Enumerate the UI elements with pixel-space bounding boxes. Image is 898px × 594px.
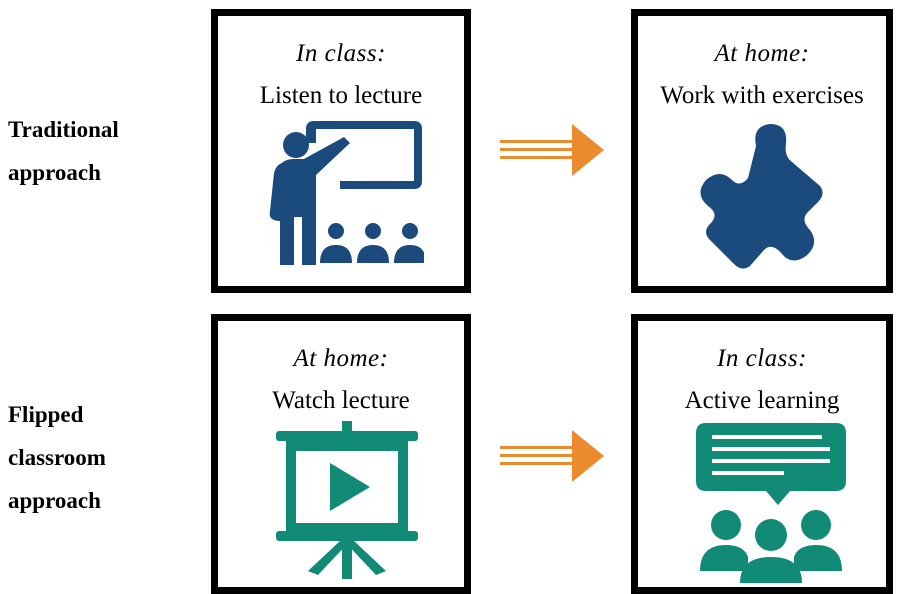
panel-activity-label: Listen to lecture (259, 82, 423, 109)
row-label-line: approach (8, 160, 101, 185)
panel-when-label: In class: (717, 345, 807, 372)
panel-flipped-at-home: At home: Watch lecture (211, 314, 471, 594)
row-label-line: approach (8, 488, 101, 513)
panel-activity-label: Watch lecture (272, 387, 410, 414)
arrow-right-icon (500, 430, 604, 482)
panel-activity-label: Active learning (684, 387, 840, 414)
panel-when-label: In class: (296, 40, 386, 67)
group-discussion-icon (696, 423, 846, 583)
panel-when-label: At home: (714, 40, 810, 67)
puzzle-piece-icon (700, 124, 823, 269)
arrow-right-icon (500, 124, 604, 176)
video-presentation-icon (276, 421, 418, 579)
teacher-at-board-icon (269, 121, 424, 265)
panel-activity-label: Work with exercises (660, 82, 864, 109)
row-label-line: Flipped (8, 402, 84, 427)
panel-when-label: At home: (293, 345, 389, 372)
row-label-line: Traditional (8, 117, 119, 142)
row-label-traditional: Traditional approach (8, 108, 119, 194)
panel-traditional-in-class: In class: Listen to lecture (211, 9, 471, 293)
panel-traditional-at-home: At home: Work with exercises (631, 9, 893, 293)
row-label-line: classroom (8, 445, 106, 470)
row-label-flipped: Flipped classroom approach (8, 393, 106, 522)
panel-flipped-in-class: In class: Active learning (631, 314, 893, 594)
